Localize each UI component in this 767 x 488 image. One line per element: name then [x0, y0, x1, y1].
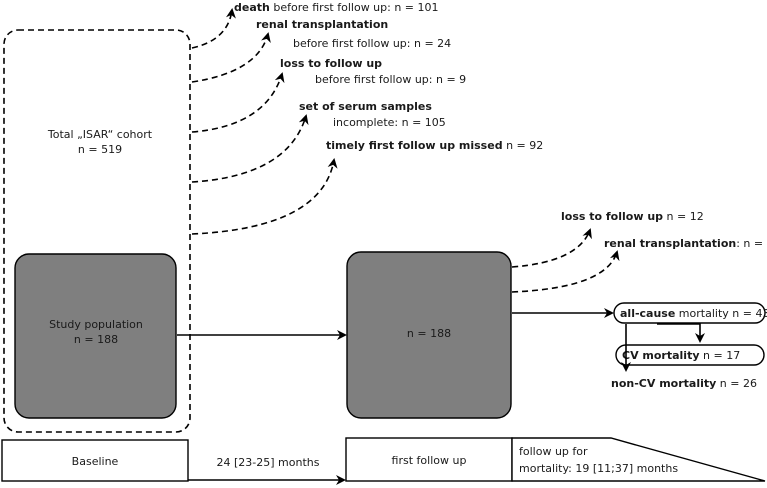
mortality-followup-line2: mortality: 19 [11;37] months: [519, 462, 678, 475]
cv-mortality: CV mortality n = 17: [622, 349, 740, 362]
exclusion-timely: timely first follow up missed n = 92: [326, 139, 543, 152]
followup-count: n = 188: [407, 327, 451, 340]
exclusion-serum-title: set of serum samples: [299, 100, 432, 113]
cohort-title: Total „ISAR“ cohort: [47, 128, 153, 141]
study-population-title: Study population: [49, 318, 143, 331]
cohort-count: n = 519: [78, 143, 122, 156]
followup-loss-bold: loss to follow up: [561, 210, 663, 223]
exclusion-arrow-death: [191, 8, 236, 49]
exclusion-timely-bold: timely first follow up missed: [326, 139, 503, 152]
timeline-interval: 24 [23-25] months: [217, 456, 320, 469]
followup-renal-arrow: [511, 250, 620, 293]
noncv-bold: non-CV mortality: [611, 377, 716, 390]
followup-loss-arrow: [511, 228, 592, 268]
exclusion-renal-detail: before first follow up: n = 24: [293, 37, 451, 50]
exclusion-renal-title: renal transplantation: [256, 18, 388, 31]
mortality-followup-wedge: [511, 437, 766, 482]
study-population-box: [14, 253, 177, 419]
followup-renal-rest: : n = 3: [736, 237, 767, 250]
study-population-count: n = 188: [74, 333, 118, 346]
cv-rest: n = 17: [700, 349, 741, 362]
first-followup-label: first follow up: [392, 454, 467, 467]
exclusion-loss-detail: before first follow up: n = 9: [315, 73, 466, 86]
exclusion-death-rest: before first follow up: n = 101: [270, 1, 439, 14]
followup-box: [346, 251, 512, 419]
all-cause-mortality-box: [613, 302, 766, 324]
exclusion-timely-rest: n = 92: [503, 139, 544, 152]
cv-bold: CV mortality: [622, 349, 700, 362]
cv-mortality-box: [615, 344, 765, 366]
exclusion-arrow-loss: [191, 72, 285, 133]
all-cause-rest: mortality n = 43: [675, 307, 767, 320]
all-cause-mortality: all-cause mortality n = 43: [620, 307, 767, 320]
noncv-rest: n = 26: [716, 377, 757, 390]
exclusion-arrow-serum: [191, 114, 309, 183]
exclusion-serum-detail: incomplete: n = 105: [333, 116, 446, 129]
baseline-label: Baseline: [72, 455, 119, 468]
all-to-cv-arrow: [657, 323, 705, 343]
followup-loss-rest: n = 12: [663, 210, 704, 223]
followup-loss: loss to follow up n = 12: [561, 210, 704, 223]
followup-renal: renal transplantation: n = 3: [604, 237, 767, 250]
exclusion-arrow-renal: [191, 32, 271, 83]
all-cause-bold: all-cause: [620, 307, 675, 320]
mortality-followup-line1: follow up for: [519, 445, 588, 458]
exclusion-death: death before first follow up: n = 101: [234, 1, 439, 14]
followup-renal-bold: renal transplantation: [604, 237, 736, 250]
cohort-box: [3, 29, 191, 433]
exclusion-death-bold: death: [234, 1, 270, 14]
baseline-box: [1, 439, 189, 482]
exclusion-arrow-timely: [191, 158, 338, 235]
noncv-mortality: non-CV mortality n = 26: [611, 377, 757, 390]
exclusion-loss-title: loss to follow up: [280, 57, 382, 70]
